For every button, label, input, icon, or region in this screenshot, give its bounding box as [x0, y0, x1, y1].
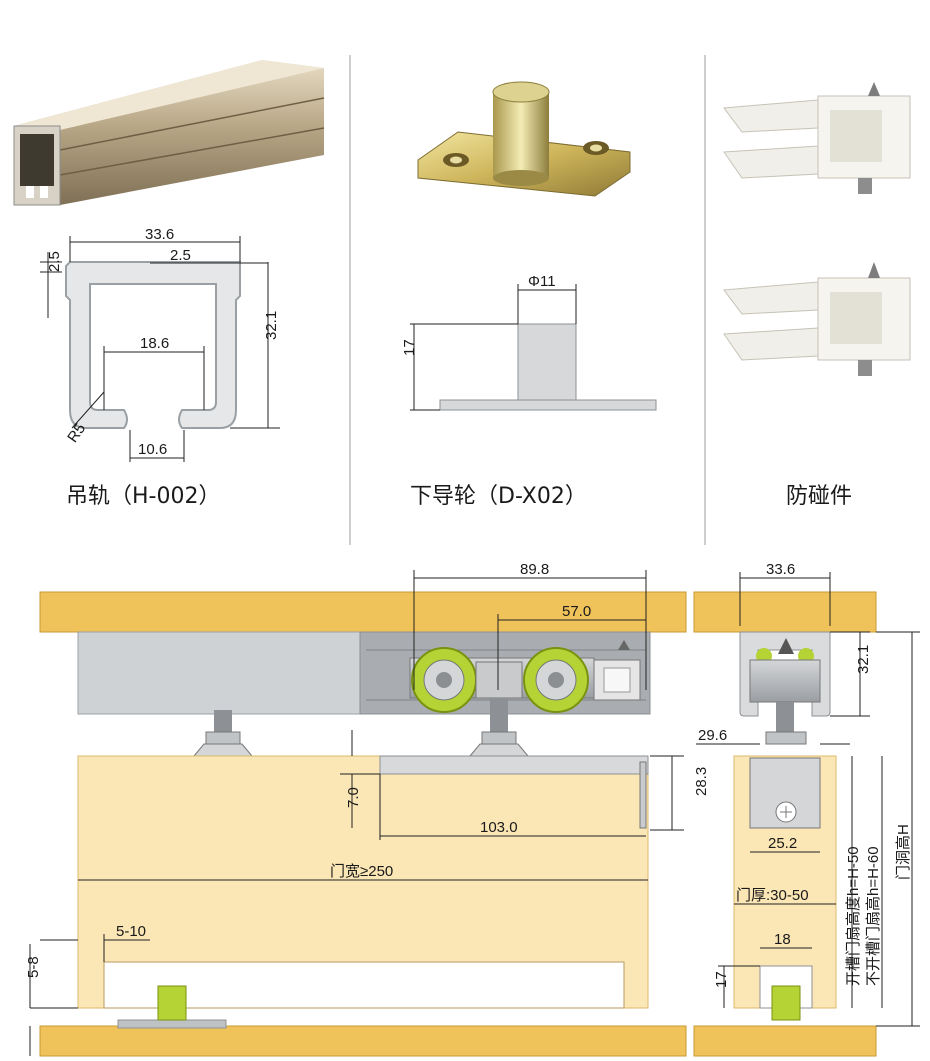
rail-inner-label: 18.6 [140, 335, 169, 352]
rail-width-label: 33.6 [145, 226, 174, 243]
guide-photo [417, 81, 631, 197]
rail-lip-top-label: 2.5 [46, 251, 63, 272]
wheel-span-label: 89.8 [520, 561, 549, 578]
groove-offset-label: 5-10 [116, 923, 146, 940]
bracket-height-label: 28.3 [693, 767, 710, 796]
groove-height-label: 17 [713, 971, 730, 988]
floor-guide-front [157, 985, 187, 1021]
opening-height-label: 门洞高H [895, 824, 912, 880]
floor-front [39, 1025, 687, 1057]
hanger-bolt-front [490, 698, 508, 734]
anti-collision-part-1 [723, 82, 911, 194]
guide-diameter-label: Φ11 [528, 273, 556, 290]
guide-drawing [410, 284, 657, 411]
anti-collision-part-2 [723, 262, 911, 376]
hanger-width-label: 29.6 [698, 727, 727, 744]
rail-cover [77, 631, 361, 715]
door-height-plain-label: 不开槽门扇高h=H-60 [865, 846, 882, 986]
front-view [29, 570, 687, 1057]
door-thickness-label: 门厚:30-50 [736, 887, 809, 904]
ceiling-beam-front [39, 591, 687, 633]
ceiling-beam-side [693, 591, 877, 633]
rail-profile-drawing [40, 236, 280, 462]
floor-gap-label: 5-8 [25, 956, 42, 978]
rail-lip-side-label: 2.5 [170, 247, 191, 264]
anti-caption: 防碰件 [786, 484, 852, 509]
door-width-label: 门宽≥250 [330, 863, 393, 880]
rail-height-label: 32.1 [263, 311, 280, 340]
side-rail-height-label: 32.1 [855, 645, 872, 674]
bracket-length-label: 103.0 [480, 819, 518, 836]
wheel-offset-label: 57.0 [562, 603, 591, 620]
plate-width-label: 25.2 [768, 835, 797, 852]
side-view [693, 572, 920, 1057]
rail-photo [13, 60, 325, 206]
guide-caption: 下导轮（D-X02） [410, 484, 587, 509]
hanger-bolt-left [214, 710, 232, 734]
side-rail-width-label: 33.6 [766, 561, 795, 578]
rail-caption: 吊轨（H-002） [66, 484, 220, 509]
guide-height-label: 17 [401, 339, 418, 356]
door-height-grooved-label: 开槽门扇高度h=H-50 [845, 846, 862, 986]
groove-width-label: 18 [774, 931, 791, 948]
floor-side [693, 1025, 877, 1057]
floor-guide-side [771, 985, 801, 1021]
top-gap-label: 7.0 [345, 787, 362, 808]
rail-slot-label: 10.6 [138, 441, 167, 458]
top-bracket [379, 755, 649, 775]
